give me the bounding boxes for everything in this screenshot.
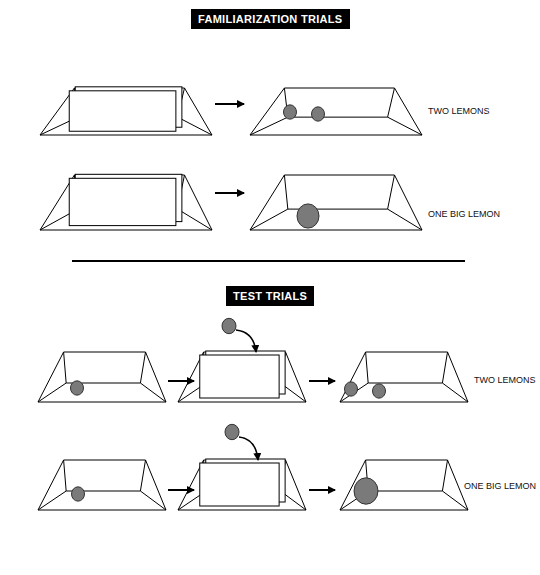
stage-edge [250, 88, 284, 135]
lemon [72, 487, 85, 501]
stage [40, 174, 212, 230]
stage-edge [250, 117, 288, 135]
stage-edge [442, 383, 468, 402]
stage [340, 460, 468, 510]
stage-edge [442, 491, 468, 510]
lemon [284, 105, 297, 119]
section-band: FAMILIARIZATION TRIALS [191, 9, 350, 29]
section-band: TEST TRIALS [226, 286, 314, 306]
stage-edge [284, 175, 394, 176]
stage-edge [388, 117, 422, 135]
screen [200, 463, 279, 506]
stage-edge [368, 491, 442, 492]
stage-edge [178, 402, 306, 403]
condition-label: ONE BIG LEMON [428, 209, 500, 219]
stage-edge [38, 491, 66, 510]
stage [250, 175, 422, 230]
screen [200, 355, 279, 398]
stage-edge [388, 88, 395, 117]
condition-label: TWO LEMONS [474, 375, 536, 385]
condition-label: ONE BIG LEMON [464, 481, 536, 491]
condition-label: TWO LEMONS [428, 106, 490, 116]
stage-edge [388, 175, 395, 209]
stage-edge [250, 175, 284, 230]
stage-edge [388, 209, 422, 230]
stage-edge [250, 135, 422, 136]
stage-edge [40, 135, 212, 136]
lemon [225, 424, 239, 439]
section-title: TEST TRIALS [233, 290, 307, 302]
sequence-arrow [309, 380, 335, 382]
stage [178, 459, 306, 510]
stage-edge [38, 460, 64, 510]
lemon [354, 478, 378, 504]
lemon [297, 204, 319, 228]
stage-edge [140, 460, 145, 491]
stage-edge [140, 383, 166, 402]
stage-edge [38, 510, 166, 511]
stage-edge [250, 209, 288, 230]
stage-edge [366, 460, 448, 461]
stage-edge [38, 383, 66, 402]
stage-edge [38, 352, 64, 402]
lemon [373, 384, 386, 398]
stage-edge [64, 460, 67, 491]
stage-edge [38, 402, 166, 403]
stage [340, 352, 468, 402]
lemon [71, 381, 84, 395]
stage-edge [140, 352, 145, 383]
stage-edge [340, 510, 468, 511]
stage-edge [340, 352, 366, 402]
drop-arrow [236, 330, 256, 352]
stage-edge [442, 460, 447, 491]
section-title: FAMILIARIZATION TRIALS [198, 13, 343, 25]
stage [38, 352, 166, 402]
stage-edge [178, 209, 212, 230]
sequence-arrow [215, 103, 244, 105]
lemon [312, 107, 325, 121]
stage-edge [64, 460, 146, 461]
sequence-arrow [168, 489, 194, 491]
stage-edge [284, 175, 287, 209]
stage-edge [40, 230, 212, 231]
stage [40, 87, 212, 135]
stage-edge [64, 352, 146, 353]
stage [250, 88, 422, 135]
stage [178, 351, 306, 402]
stage-edge [442, 352, 447, 383]
stage [38, 460, 166, 510]
sequence-arrow [309, 489, 335, 491]
stage-edge [366, 352, 369, 383]
drop-arrow [239, 437, 258, 460]
stage-edge [288, 117, 388, 118]
stage-edge [140, 491, 166, 510]
stage-edge [366, 352, 448, 353]
stage-edge [178, 510, 306, 511]
stage-edge [340, 402, 468, 403]
sequence-arrow [215, 192, 244, 194]
stage-edge [284, 88, 394, 89]
screen [69, 91, 176, 131]
screen [69, 178, 176, 225]
lemon [345, 382, 358, 396]
stage-edge [250, 230, 422, 231]
stage-edge [178, 117, 212, 135]
divider-line [72, 260, 465, 262]
sequence-arrow [168, 380, 194, 382]
lemon [222, 318, 236, 333]
stage-edge [368, 383, 442, 384]
stage-edge [64, 352, 67, 383]
